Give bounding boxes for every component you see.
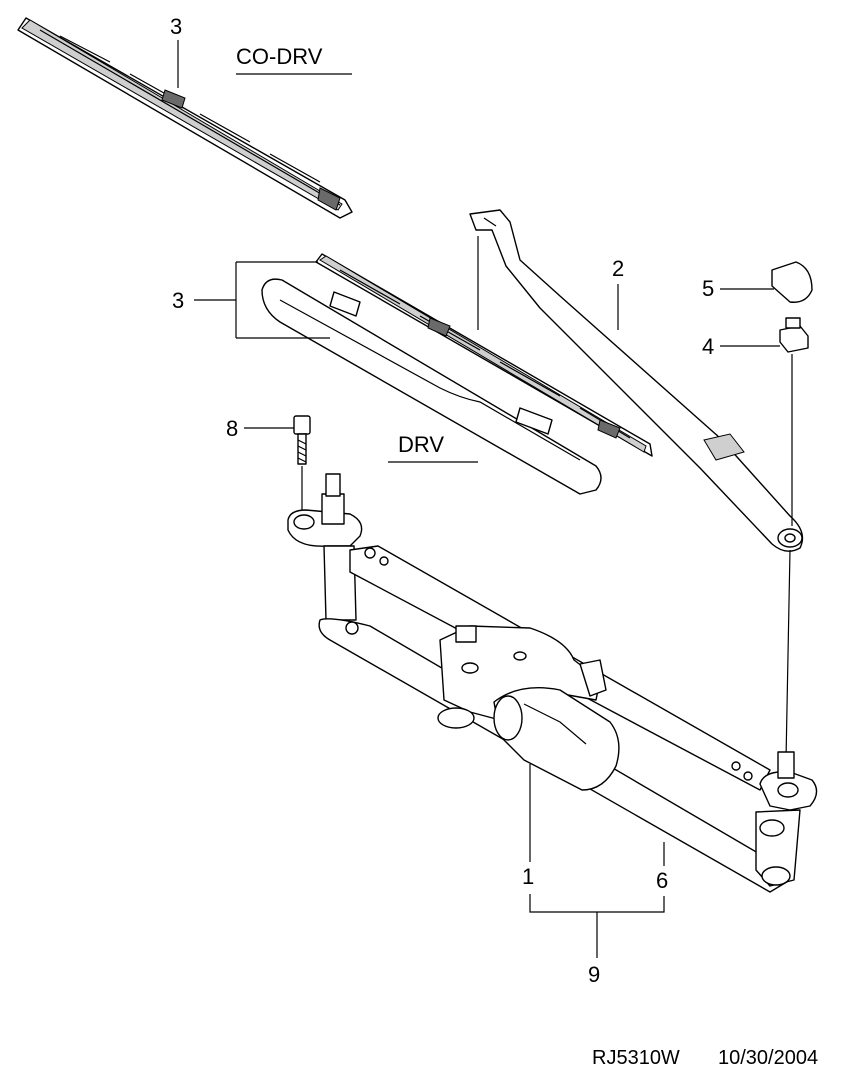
section-label-co-drv: CO-DRV xyxy=(236,44,323,69)
callout-6: 6 xyxy=(656,868,668,893)
callout-9: 9 xyxy=(588,962,600,987)
drawing-date: 10/30/2004 xyxy=(718,1047,818,1069)
callout-3-top: 3 xyxy=(170,14,182,39)
callout-5: 5 xyxy=(702,276,714,301)
callout-2: 2 xyxy=(612,256,624,281)
section-label-drv: DRV xyxy=(398,432,444,457)
motor xyxy=(437,625,620,791)
wiper-spoiler xyxy=(261,278,602,495)
bracket-9 xyxy=(529,894,665,958)
cap xyxy=(771,261,813,303)
callout-8: 8 xyxy=(226,416,238,441)
leader-arm-to-pivot xyxy=(785,549,791,761)
leader-3-mid xyxy=(194,261,330,339)
callout-4: 4 xyxy=(702,334,714,359)
drawing-code: RJ5310W xyxy=(592,1047,680,1069)
wiper-blade-drv xyxy=(315,253,653,457)
wiper-arm xyxy=(469,209,804,552)
wiper-blade-co-drv xyxy=(17,17,353,219)
bolt xyxy=(293,415,311,465)
callout-3-mid: 3 xyxy=(172,288,184,313)
callout-1: 1 xyxy=(522,864,534,889)
nut xyxy=(779,317,809,353)
